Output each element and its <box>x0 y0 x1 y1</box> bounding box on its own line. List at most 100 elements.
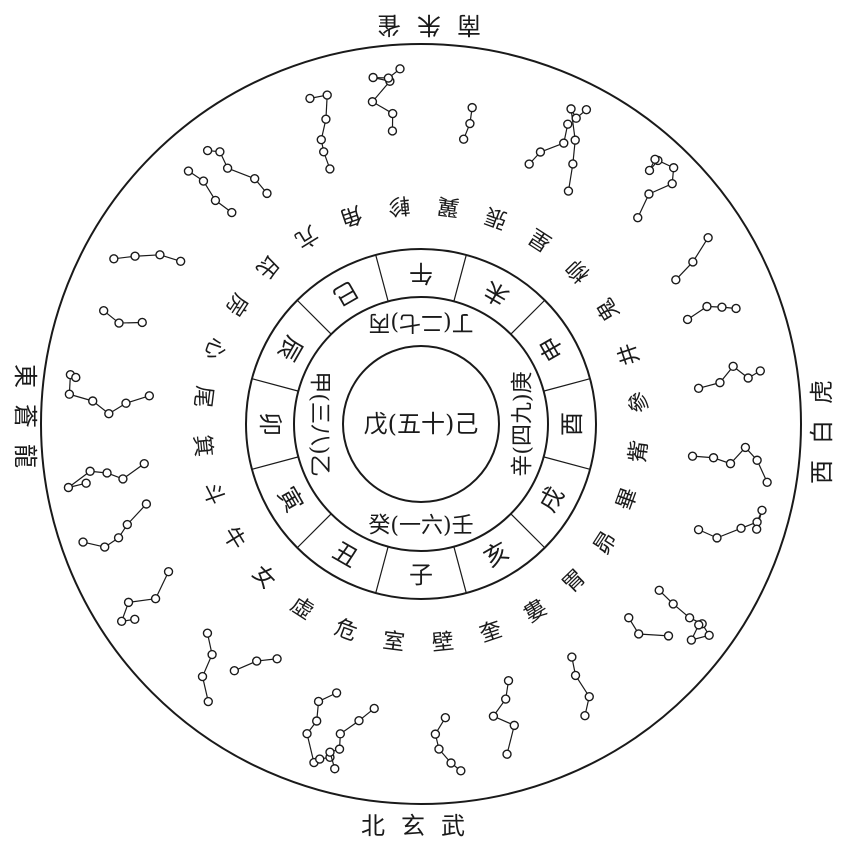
star-dot <box>203 629 211 637</box>
star-dot <box>303 730 311 738</box>
star-dot <box>152 595 160 603</box>
star-dot <box>145 392 153 400</box>
star-dot <box>502 695 510 703</box>
star-dot <box>177 257 185 265</box>
star-dot <box>388 127 396 135</box>
branch-label: 未 <box>479 275 514 311</box>
mansion-label: 張 <box>482 202 511 233</box>
star-dot <box>105 410 113 418</box>
quadrant-label-south: 南朱雀 <box>361 11 481 39</box>
mansion-label: 室 <box>381 629 406 657</box>
star-dot <box>457 767 465 775</box>
star-dot <box>64 484 72 492</box>
star-dot <box>441 714 449 722</box>
star-dot <box>758 506 766 514</box>
star-dot <box>165 568 173 576</box>
star-dot <box>199 177 207 185</box>
constellation <box>431 714 464 775</box>
star-dot <box>670 164 678 172</box>
star-dot <box>672 276 680 284</box>
branch-divider <box>252 379 298 391</box>
star-dot <box>199 673 207 681</box>
mansion-label: 尾 <box>189 384 217 409</box>
constellation <box>306 91 334 173</box>
mansion-label: 參 <box>626 390 653 414</box>
star-dot <box>315 697 323 705</box>
mansion-label: 箕 <box>189 434 216 458</box>
star-dot <box>110 255 118 263</box>
star-dot <box>684 315 692 323</box>
branch-label: 巳 <box>328 275 363 311</box>
star-dot <box>645 190 653 198</box>
stem-label-east: 甲(三八)乙 <box>307 371 332 476</box>
star-dot <box>572 114 580 122</box>
constellation <box>199 629 217 705</box>
star-dot <box>331 765 339 773</box>
star-dot <box>369 73 377 81</box>
star-dot <box>503 750 511 758</box>
star-dot <box>564 187 572 195</box>
constellation <box>568 653 593 720</box>
star-dot <box>705 631 713 639</box>
constellation <box>460 104 477 144</box>
star-dot <box>313 717 321 725</box>
mansion-label: 角 <box>337 200 366 231</box>
mansion-label: 牛 <box>217 523 250 555</box>
star-dot <box>567 105 575 113</box>
mansion-label: 心 <box>199 334 230 363</box>
star-dot <box>655 586 663 594</box>
star-dot <box>718 303 726 311</box>
star-dot <box>100 307 108 315</box>
mansion-label: 昴 <box>589 527 622 559</box>
star-dot <box>741 443 749 451</box>
mansion-label: 鬼 <box>592 293 625 325</box>
star-dot <box>251 175 259 183</box>
branch-divider <box>544 457 590 469</box>
star-dot <box>763 478 771 486</box>
star-dot <box>753 456 761 464</box>
branch-divider <box>544 379 590 391</box>
star-dot <box>756 367 764 375</box>
star-dot <box>79 538 87 546</box>
constellation <box>326 704 378 772</box>
star-dot <box>122 399 130 407</box>
constellation <box>684 303 740 324</box>
branch-label: 申 <box>534 331 570 366</box>
star-dot <box>101 543 109 551</box>
branch-divider <box>454 547 466 593</box>
star-dot <box>228 209 236 217</box>
mansion-label: 女 <box>247 561 280 594</box>
constellation <box>204 147 271 198</box>
stem-label-north: 癸(一六)壬 <box>368 514 473 539</box>
star-dot <box>204 147 212 155</box>
mansion-label: 危 <box>331 615 360 646</box>
star-dot <box>140 460 148 468</box>
star-dot <box>582 106 590 114</box>
star-dot <box>230 667 238 675</box>
star-dot <box>505 677 513 685</box>
star-dot <box>435 745 443 753</box>
quadrant-label-east: 東蒼龍 <box>11 364 39 484</box>
mansion-label: 星 <box>524 223 556 256</box>
star-dot <box>184 167 192 175</box>
star-dot <box>489 712 497 720</box>
constellation <box>564 105 590 195</box>
star-dot <box>396 65 404 73</box>
star-dot <box>103 469 111 477</box>
star-dot <box>263 189 271 197</box>
star-dot <box>581 712 589 720</box>
star-dot <box>317 136 325 144</box>
star-dot <box>568 653 576 661</box>
stem-label-south: 丁(二七)丙 <box>368 310 473 335</box>
star-dot <box>333 689 341 697</box>
star-dot <box>703 303 711 311</box>
mansion-label: 軫 <box>387 192 411 219</box>
star-dot <box>466 120 474 128</box>
star-dot <box>115 319 123 327</box>
branch-label: 寅 <box>272 482 308 517</box>
star-dot <box>687 636 695 644</box>
star-dot <box>370 704 378 712</box>
star-dot <box>368 98 376 106</box>
star-dot <box>273 655 281 663</box>
